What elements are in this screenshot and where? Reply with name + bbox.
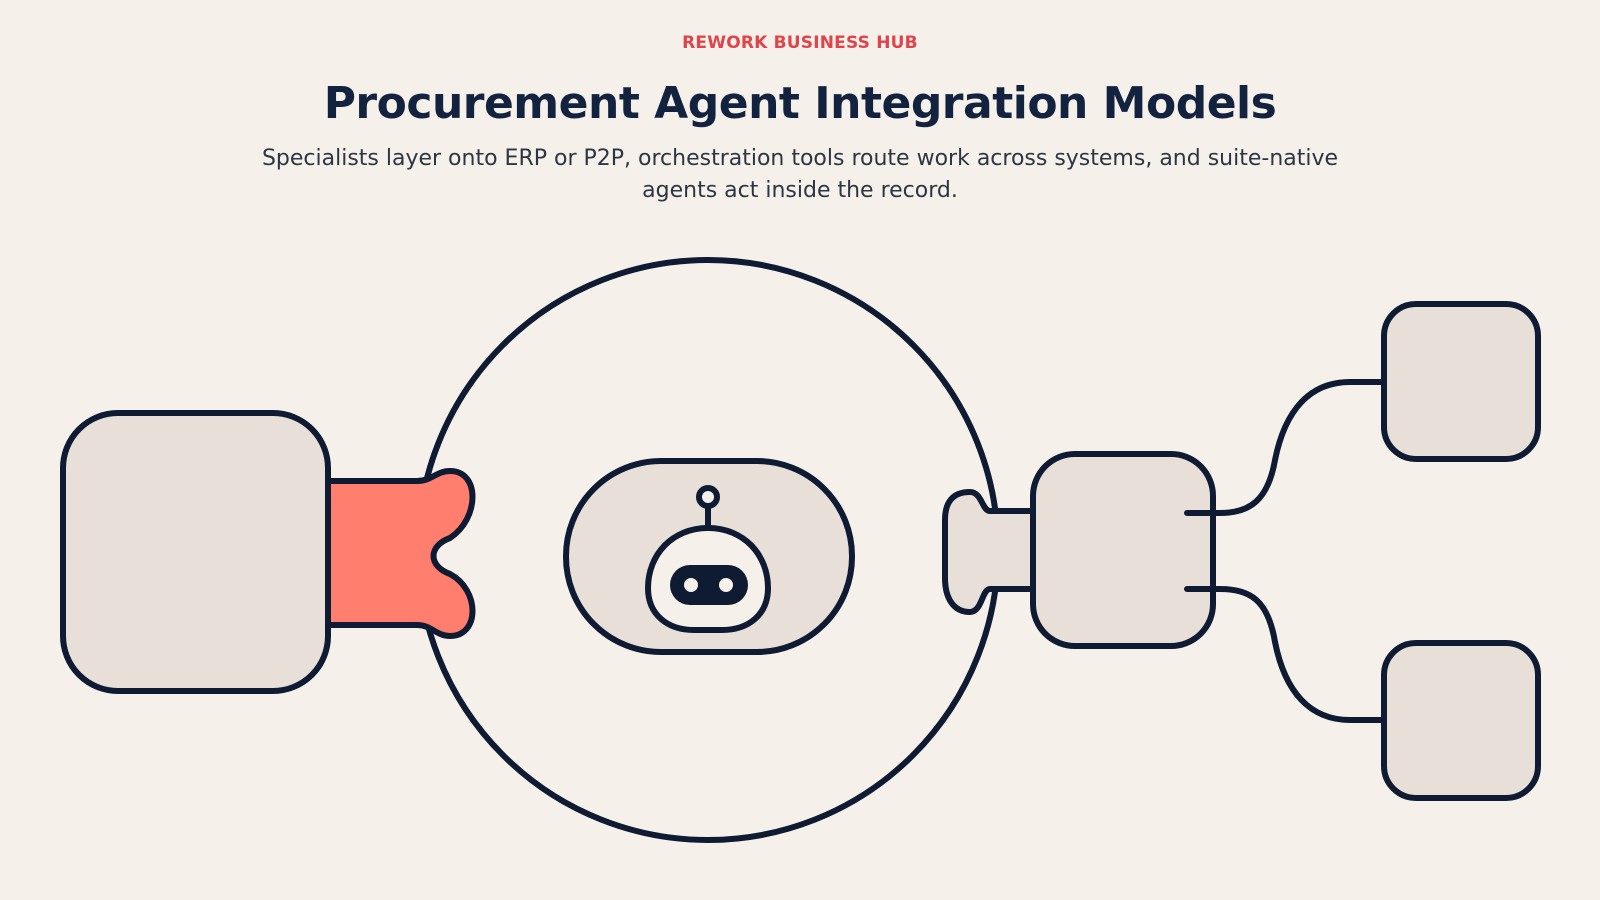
router-connector xyxy=(942,489,1038,615)
branch-link-bottom xyxy=(1184,586,1389,723)
downstream-system-bottom xyxy=(1381,640,1541,801)
page-title: Procurement Agent Integration Models xyxy=(323,78,1277,129)
orchestration-hub-block xyxy=(1030,451,1216,649)
robot-icon xyxy=(645,485,771,633)
page-subtitle: Specialists layer onto ERP or P2P, orche… xyxy=(261,146,1339,203)
brand-eyebrow: REWORK BUSINESS HUB xyxy=(682,33,918,53)
downstream-system-top xyxy=(1381,301,1541,462)
plug-connector xyxy=(325,468,476,639)
branch-link-top xyxy=(1184,379,1389,516)
host-system-block xyxy=(60,410,331,694)
